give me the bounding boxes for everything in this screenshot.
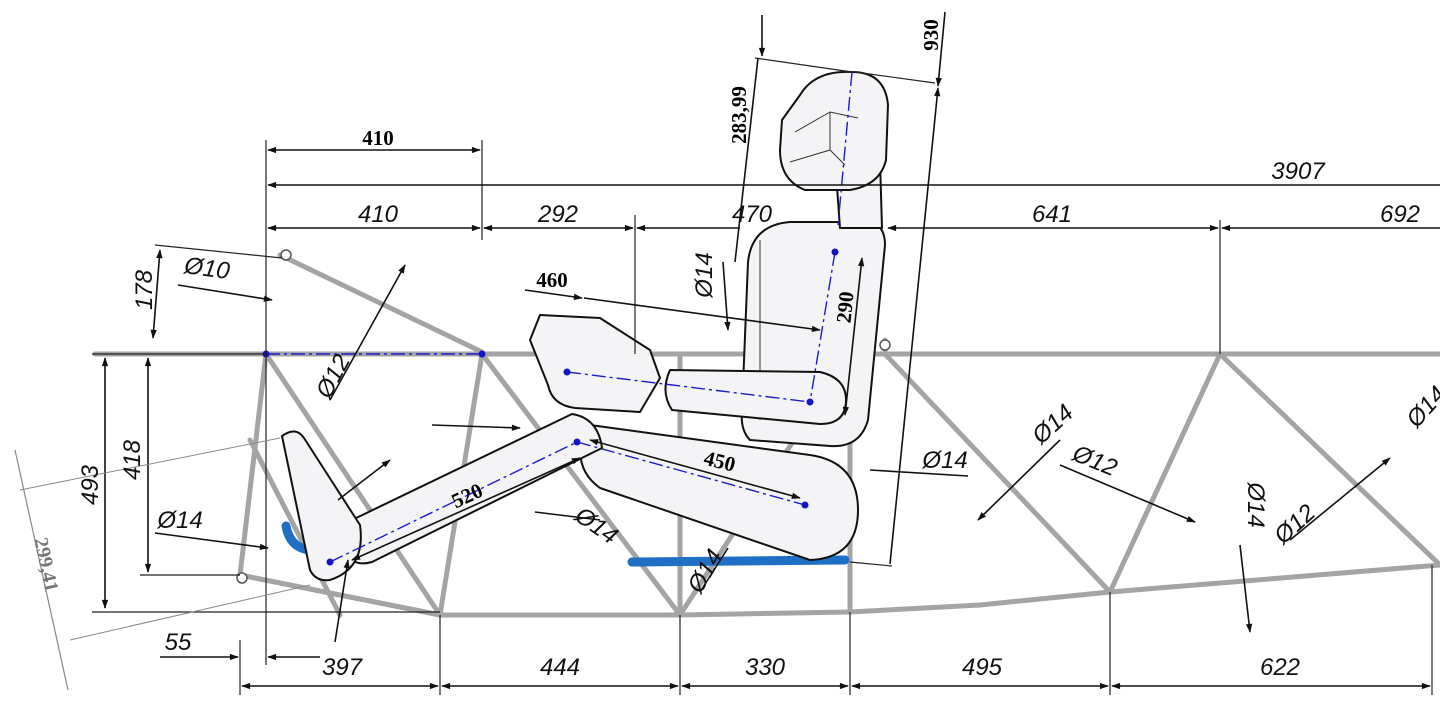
centerline-arm (566, 371, 811, 403)
diameter-label: Ø14 (921, 447, 967, 474)
front-vertical (237, 351, 269, 578)
dim-label-622: 622 (1260, 654, 1300, 681)
joint-node (326, 558, 334, 566)
diameter-label: Ø14 (1242, 481, 1269, 527)
joint-node (478, 350, 486, 358)
diameter-label: Ø14 (1026, 399, 1079, 450)
front-lower-brace (237, 572, 443, 618)
diameter-leaders (154, 261, 1391, 643)
diameter-label: Ø14 (156, 507, 202, 534)
dim-label-178: 178 (131, 269, 158, 310)
dim-label-444: 444 (540, 654, 580, 681)
joint-node (573, 438, 581, 446)
dim-label-410: 410 (358, 201, 399, 228)
dim-label-495: 495 (962, 654, 1003, 681)
dim-label-292: 292 (537, 201, 578, 228)
hand (529, 314, 661, 413)
diag-5 (882, 351, 1113, 595)
dim-label-930: 930 (919, 19, 943, 51)
diag-3 (479, 351, 683, 618)
centerline-torso (809, 251, 836, 403)
dim-label-493: 493 (77, 464, 104, 505)
head (779, 70, 889, 191)
dim-label-total: 3907 (1271, 158, 1326, 185)
diameter-label: Ø14 (569, 501, 622, 550)
fitting-icon (879, 339, 891, 351)
joint-node (801, 501, 809, 509)
centerline-head (837, 71, 853, 226)
diameter-label: Ø12 (1068, 440, 1121, 482)
dim-label-283: 283,99 (727, 86, 751, 144)
dim-label-641: 641 (1032, 201, 1072, 228)
front-lower-diag (247, 437, 343, 618)
vertical-dimensions (14, 11, 1253, 691)
foot (281, 430, 362, 582)
horizontal-dimensions (160, 140, 1440, 695)
dim-label-470: 470 (732, 201, 773, 228)
diameter-label: Ø14 (691, 252, 718, 298)
dim-label-top-410: 410 (362, 126, 394, 150)
diameter-label: Ø12 (310, 350, 356, 404)
joint-node (563, 368, 571, 376)
joint-node (806, 398, 814, 406)
dim-label-692: 692 (1380, 201, 1420, 228)
diameter-label: Ø14 (1401, 381, 1440, 434)
dim-label-397: 397 (322, 654, 364, 681)
dim-label-418: 418 (119, 439, 146, 480)
dim-label-299: 299,41 (29, 536, 62, 594)
diag-6 (1107, 351, 1223, 595)
joint-node (831, 248, 839, 256)
diameter-label: Ø10 (182, 252, 232, 285)
upper-brace-front (277, 252, 485, 355)
diameter-label: Ø12 (1268, 499, 1321, 550)
dim-label-460: 460 (536, 268, 568, 292)
dim-label-290: 290 (831, 290, 858, 324)
dim-label-330: 330 (745, 654, 786, 681)
fitting-icon (280, 249, 292, 261)
diag-7 (1217, 351, 1440, 568)
lower-longeron (237, 562, 1440, 618)
forearm (664, 369, 847, 425)
dim-label-55: 55 (165, 629, 192, 656)
